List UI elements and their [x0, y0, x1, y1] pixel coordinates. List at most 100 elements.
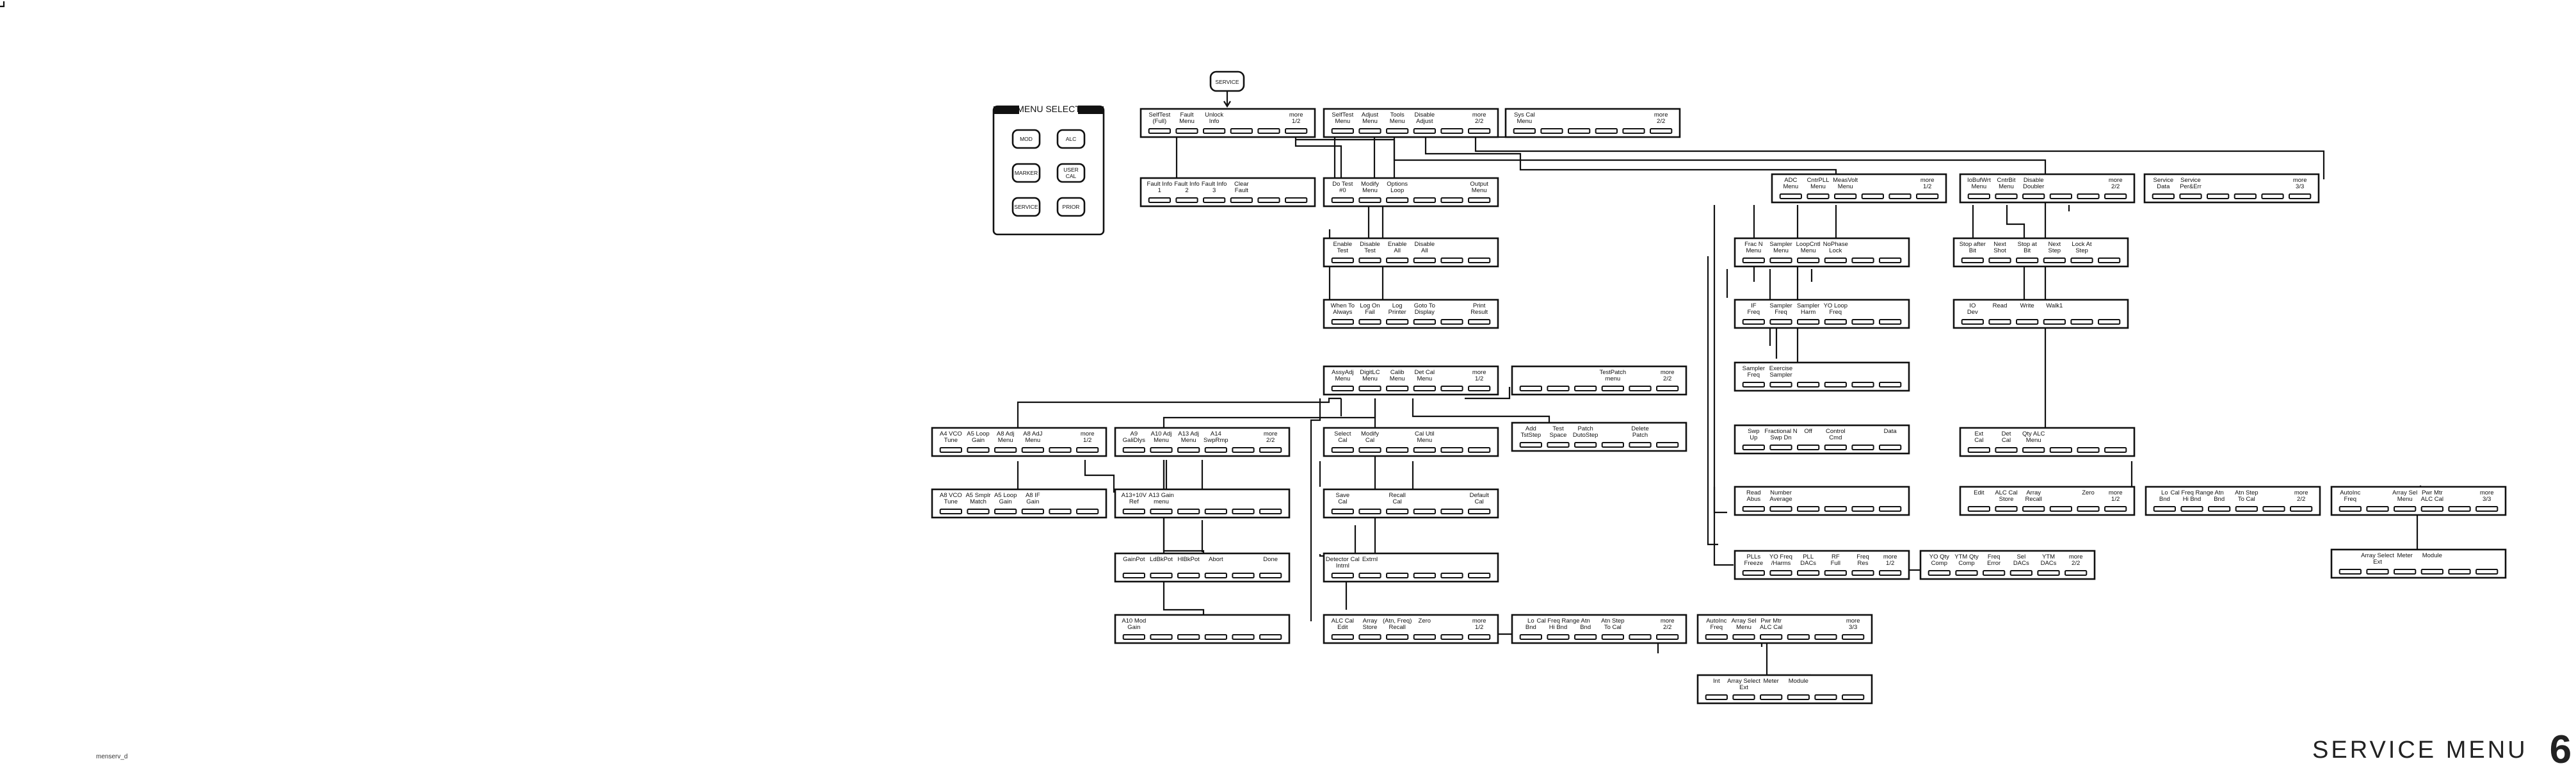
softkey[interactable]: Zero [1413, 617, 1436, 640]
softkey[interactable]: Do Test#0 [1331, 181, 1354, 203]
softkey[interactable] [1851, 319, 1874, 325]
softkey[interactable] [1358, 509, 1381, 514]
softkey[interactable] [2049, 506, 2072, 512]
softkey[interactable]: YO Freq/Harms [1769, 553, 1792, 576]
softkey[interactable] [2104, 447, 2127, 453]
softkey[interactable] [2070, 319, 2093, 325]
softkey[interactable]: Done [1259, 556, 1282, 578]
softkey[interactable] [1851, 382, 1874, 388]
softkey[interactable] [1386, 447, 1409, 453]
softkey[interactable] [1440, 386, 1463, 391]
softkey[interactable] [1629, 386, 1652, 391]
softkey[interactable] [1851, 257, 1874, 263]
softkey[interactable] [2049, 447, 2072, 453]
softkey[interactable] [1230, 128, 1253, 134]
softkey[interactable] [1540, 128, 1563, 134]
softkey[interactable] [2448, 569, 2471, 575]
softkey[interactable] [1440, 128, 1463, 134]
softkey[interactable] [1259, 634, 1282, 640]
softkey[interactable] [1386, 573, 1409, 578]
softkey[interactable] [1232, 573, 1255, 578]
softkey[interactable] [1150, 634, 1173, 640]
softkey[interactable] [1232, 634, 1255, 640]
softkey[interactable] [1440, 257, 1463, 263]
softkey[interactable] [1568, 128, 1591, 134]
softkey[interactable] [1468, 573, 1491, 578]
softkey[interactable]: Meter [2394, 552, 2417, 575]
softkey[interactable] [1257, 128, 1280, 134]
service-key[interactable]: SERVICE [1209, 70, 1245, 92]
softkey[interactable] [1851, 506, 1874, 512]
softkey[interactable]: HlBkPot [1177, 556, 1200, 578]
softkey[interactable] [1285, 197, 1308, 203]
softkey[interactable] [1440, 319, 1463, 325]
softkey[interactable] [1797, 506, 1820, 512]
softkey[interactable] [1851, 445, 1874, 450]
softkey[interactable]: Read [1988, 302, 2011, 325]
softkey[interactable] [1629, 634, 1652, 640]
softkey[interactable] [1595, 128, 1618, 134]
softkey[interactable] [2077, 193, 2100, 199]
softkey[interactable] [1879, 257, 1902, 263]
